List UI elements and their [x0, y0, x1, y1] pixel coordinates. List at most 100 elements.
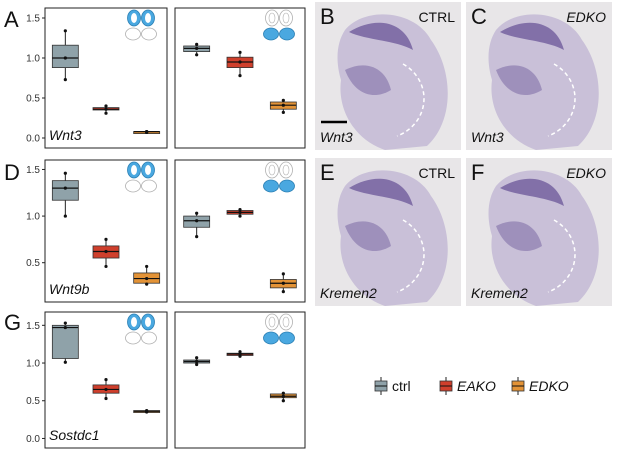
- box-right-ctrl: [183, 211, 211, 239]
- box-right-edko: [269, 98, 297, 114]
- y-tick-label: 1.0: [26, 212, 40, 223]
- y-tick-label: 0.5: [26, 258, 40, 269]
- data-point: [281, 391, 285, 395]
- data-point: [238, 354, 242, 358]
- y-tick-label: 1.5: [26, 165, 40, 176]
- data-point: [104, 264, 108, 269]
- legend-label: ctrl: [392, 378, 411, 394]
- data-point: [195, 53, 199, 57]
- box-left-eako: [92, 237, 120, 269]
- panel-letter-g: G: [4, 310, 21, 335]
- data-point: [195, 211, 199, 215]
- data-point: [195, 362, 199, 367]
- data-point: [63, 56, 67, 60]
- stain-region: [496, 221, 542, 252]
- stain-region: [500, 22, 564, 50]
- legend-item-eako: EAKO: [439, 377, 496, 395]
- data-point: [63, 186, 67, 190]
- data-point: [281, 399, 285, 403]
- data-point: [104, 396, 108, 401]
- gene-label: Wnt9b: [49, 281, 90, 297]
- box-iqr: [51, 180, 79, 201]
- y-tick-label: 1.5: [26, 14, 40, 25]
- data-point: [281, 394, 285, 398]
- dashed-outline: [396, 63, 425, 137]
- data-point: [104, 107, 108, 111]
- embryo-silhouette: [488, 14, 599, 151]
- box-right-eako: [226, 207, 254, 218]
- box-left-ctrl: [51, 321, 79, 364]
- data-point: [195, 46, 199, 51]
- y-tick-label: 1.5: [26, 321, 40, 332]
- embryo-schematic-anterior-blue-icon: [125, 9, 157, 41]
- data-point: [63, 360, 67, 364]
- data-point: [195, 356, 199, 360]
- data-point: [63, 29, 67, 33]
- data-point: [281, 110, 285, 114]
- genotype-label: CTRL: [418, 165, 455, 181]
- box-left-edko: [133, 130, 161, 135]
- legend-item-ctrl: ctrl: [374, 377, 411, 395]
- embryo-silhouette: [488, 170, 599, 306]
- data-point: [238, 50, 242, 55]
- box-iqr: [51, 44, 79, 69]
- panel-letter-a: A: [4, 7, 19, 32]
- data-point: [145, 130, 149, 134]
- data-point: [145, 409, 149, 413]
- panel-letter-f: F: [471, 160, 484, 185]
- data-point: [104, 249, 108, 254]
- stain-region: [500, 178, 564, 206]
- box-left-eako: [92, 378, 120, 401]
- genotype-label: CTRL: [418, 9, 455, 25]
- photo-gene-label: Kremen2: [471, 285, 528, 301]
- box-right-ctrl: [183, 356, 211, 367]
- embryo-schematic-posterior-blue-icon: [263, 161, 295, 193]
- y-tick-label: 0.0: [26, 134, 40, 145]
- photo-gene-label: Kremen2: [320, 285, 377, 301]
- data-point: [281, 272, 285, 276]
- stain-region: [496, 65, 542, 96]
- data-point: [238, 210, 242, 214]
- dashed-outline: [396, 219, 425, 293]
- data-point: [238, 214, 242, 218]
- embryo-silhouette: [337, 14, 448, 151]
- legend-label: EDKO: [529, 378, 569, 394]
- data-point: [195, 234, 199, 239]
- data-point: [195, 359, 199, 364]
- genotype-label: EDKO: [566, 165, 606, 181]
- data-point: [145, 264, 149, 269]
- genotype-label: EDKO: [566, 9, 606, 25]
- data-point: [281, 290, 285, 294]
- box-left-eako: [92, 104, 120, 115]
- box-right-ctrl: [183, 42, 211, 57]
- y-tick-label: 0.5: [26, 94, 40, 105]
- dashed-outline: [547, 63, 576, 137]
- data-point: [145, 282, 149, 286]
- data-point: [63, 78, 67, 82]
- data-point: [195, 219, 199, 223]
- y-tick-label: 1.0: [26, 54, 40, 65]
- data-point: [195, 42, 199, 47]
- panel-letter-c: C: [471, 4, 487, 29]
- stain-region: [349, 178, 413, 206]
- data-point: [104, 237, 108, 241]
- y-tick-label: 1.0: [26, 359, 40, 370]
- data-point: [281, 103, 285, 107]
- photo-gene-label: Wnt3: [471, 129, 504, 145]
- box-right-eako: [226, 50, 254, 78]
- data-point: [281, 98, 285, 102]
- data-point: [63, 214, 67, 218]
- embryo-schematic-anterior-blue-icon: [125, 313, 157, 345]
- data-point: [104, 378, 108, 382]
- data-point: [104, 387, 108, 392]
- legend-item-edko: EDKO: [511, 377, 569, 395]
- data-point: [238, 350, 242, 354]
- data-point: [281, 281, 285, 285]
- data-point: [104, 104, 108, 108]
- embryo-schematic-posterior-blue-icon: [263, 313, 295, 345]
- data-point: [63, 325, 67, 330]
